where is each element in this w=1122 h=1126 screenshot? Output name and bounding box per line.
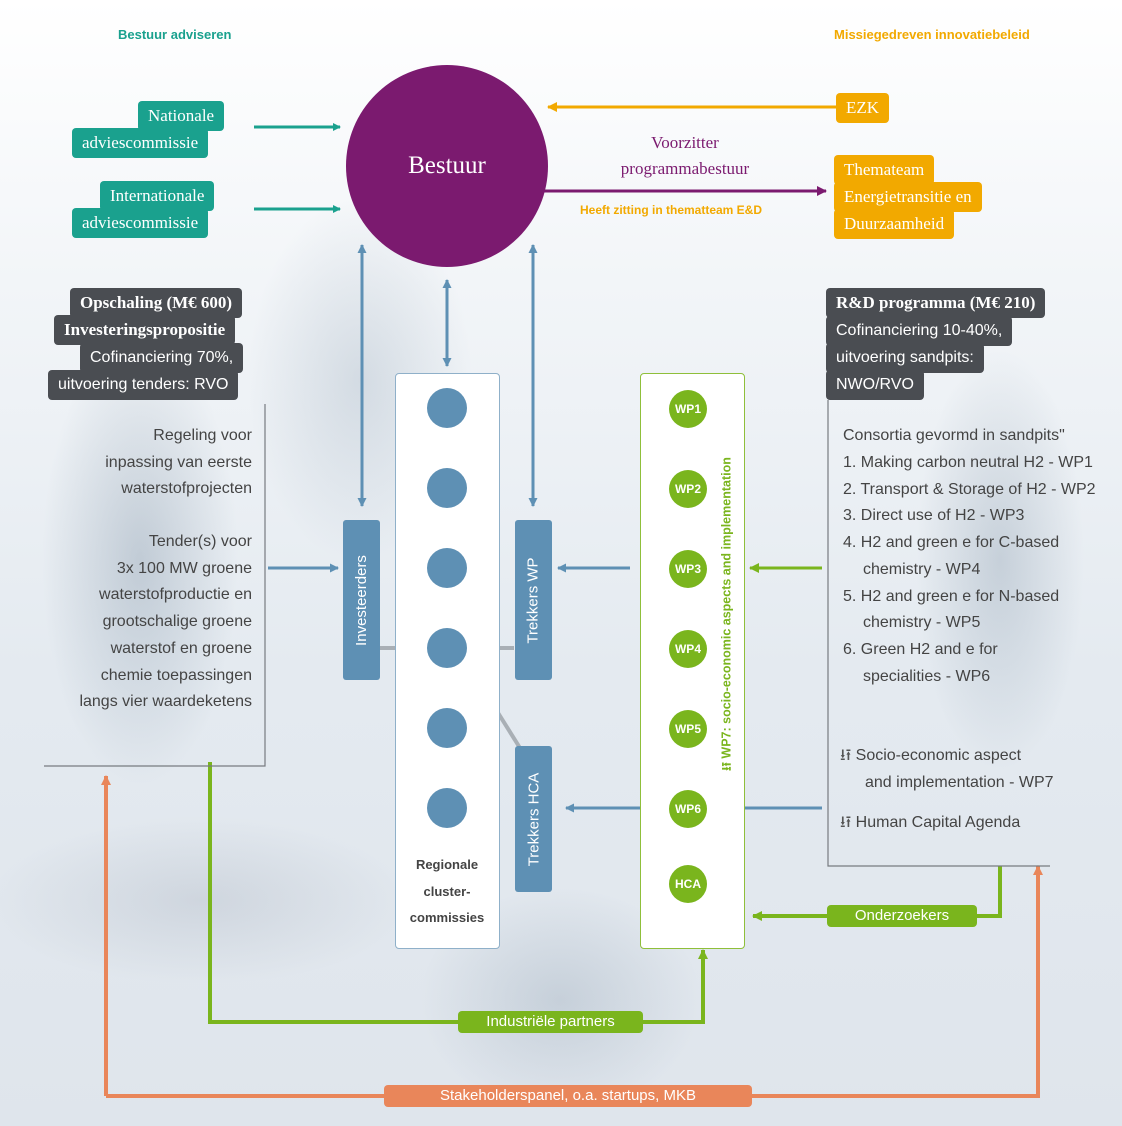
right-items: 1. Making carbon neutral H2 - WP1 2. Tra… bbox=[843, 450, 1096, 690]
right-sub-3: NWO/RVO bbox=[826, 370, 924, 400]
voorzitter-label: Voorzitter programmabestuur bbox=[560, 130, 810, 182]
right-title: R&D programma (M€ 210) bbox=[826, 288, 1046, 318]
right-item: 4. H2 and green e for C-based bbox=[843, 534, 1060, 552]
investeerders-box: Investeerders bbox=[343, 520, 380, 680]
left-tender-line: grootschalige groene bbox=[102, 613, 252, 631]
cluster-dot-5 bbox=[427, 708, 467, 748]
right-consortia: Consortia gevormd in sandpits" bbox=[843, 427, 1065, 444]
left-title-1: Opschaling (M€ 600) bbox=[70, 288, 243, 318]
right-panel-outline bbox=[827, 400, 1050, 867]
wp4-circle: WP4 bbox=[669, 630, 707, 668]
right-item: 2. Transport & Storage of H2 - WP2 bbox=[843, 480, 1096, 498]
right-item-cont: specialities - WP6 bbox=[863, 667, 991, 685]
trekkers-wp-box: Trekkers WP bbox=[515, 520, 552, 680]
cluster-dot-4 bbox=[427, 628, 467, 668]
path-stakeholders-right bbox=[106, 865, 1043, 1098]
wp6-circle: WP6 bbox=[669, 790, 707, 828]
right-item: 1. Making carbon neutral H2 - WP1 bbox=[843, 454, 1093, 471]
right-item: 6. Green H2 and e for bbox=[843, 640, 998, 658]
industriele-partners-pill: Industriële partners bbox=[458, 1011, 643, 1033]
left-tender-line: Tender(s) voor bbox=[148, 533, 252, 550]
left-panel-outline bbox=[44, 404, 266, 767]
left-tender-line: chemie toepassingen bbox=[100, 666, 252, 684]
regionale-label: Regionale cluster- commissies bbox=[396, 852, 498, 932]
left-title-2: Investeringspropositie bbox=[54, 315, 236, 345]
left-tender: Tender(s) voor 3x 100 MW groene watersto… bbox=[79, 529, 252, 716]
left-tender-line: waterstofproductie en bbox=[99, 586, 252, 604]
right-item-cont: chemistry - WP4 bbox=[863, 560, 981, 578]
right-extra-2-label: Human Capital Agenda bbox=[855, 814, 1021, 831]
voorzitter-line-2: programmabestuur bbox=[620, 159, 750, 178]
left-sub-1: Cofinanciering 70%, bbox=[80, 343, 244, 373]
right-extra-1-line-2: and implementation - WP7 bbox=[865, 773, 1054, 791]
left-sub-2: uitvoering tenders: RVO bbox=[48, 370, 239, 400]
wp7-label-text: ⭳⭱ WP7: socio-economic aspects and imple… bbox=[718, 457, 739, 771]
left-regeling: Regeling voor inpassing van eerste water… bbox=[105, 423, 252, 503]
cluster-dot-3 bbox=[427, 548, 467, 588]
sort-arrows-icon: ⭳⭱ bbox=[840, 814, 852, 831]
regionale-line: commissies bbox=[409, 910, 485, 926]
right-sub-1: Cofinanciering 10-40%, bbox=[826, 316, 1013, 346]
cluster-dot-2 bbox=[427, 468, 467, 508]
right-item-cont: chemistry - WP5 bbox=[863, 614, 981, 632]
themateam-line-3: Duurzaamheid bbox=[834, 209, 955, 239]
nationale-adviescommissie-top: Nationale bbox=[138, 101, 225, 131]
trekkers-hca-box: Trekkers HCA bbox=[515, 746, 552, 892]
wp2-circle: WP2 bbox=[669, 470, 707, 508]
left-regeling-line: inpassing van eerste bbox=[105, 453, 252, 471]
themateam-line-1: Themateam bbox=[834, 155, 935, 185]
wp7-label: WP7: socio-economic aspects and implemen… bbox=[719, 457, 734, 759]
wp5-circle: WP5 bbox=[669, 710, 707, 748]
label-bestuur-adviseren: Bestuur adviseren bbox=[118, 27, 232, 42]
internationale-adviescommissie-top: Internationale bbox=[100, 181, 215, 211]
right-sub-2: uitvoering sandpits: bbox=[826, 343, 984, 373]
nationale-adviescommissie-bottom: adviescommissie bbox=[72, 128, 209, 158]
path-industriele bbox=[208, 762, 708, 1024]
wp3-circle: WP3 bbox=[669, 550, 707, 588]
cluster-dot-1 bbox=[427, 388, 467, 428]
regionale-line: cluster- bbox=[423, 883, 471, 899]
bestuur-label: Bestuur bbox=[408, 152, 486, 179]
onderzoekers-pill: Onderzoekers bbox=[827, 905, 977, 927]
trekkers-hca-label: Trekkers HCA bbox=[525, 772, 542, 866]
regionale-line: Regionale bbox=[415, 857, 479, 872]
stakeholderspanel-pill: Stakeholderspanel, o.a. startups, MKB bbox=[384, 1085, 752, 1107]
ezk-box: EZK bbox=[836, 93, 890, 123]
zitting-label: Heeft zitting in thematteam E&D bbox=[580, 203, 763, 217]
right-extra-1: ⭳⭱ Socio-economic aspect and implementat… bbox=[840, 743, 1054, 796]
sort-arrows-icon: ⭳⭱ bbox=[840, 747, 852, 764]
themateam-line-2: Energietransitie en bbox=[834, 182, 982, 212]
cluster-dot-6 bbox=[427, 788, 467, 828]
investeerders-label: Investeerders bbox=[353, 554, 371, 646]
trekkers-wp-label: Trekkers WP bbox=[525, 556, 542, 644]
label-missiegedreven: Missiegedreven innovatiebeleid bbox=[834, 27, 1030, 42]
left-regeling-line: Regeling voor bbox=[153, 427, 252, 444]
wp1-circle: WP1 bbox=[669, 390, 707, 428]
right-extra-1-line-1: Socio-economic aspect bbox=[855, 747, 1022, 764]
hca-circle: HCA bbox=[669, 865, 707, 903]
voorzitter-line-1: Voorzitter bbox=[651, 133, 719, 152]
right-item: 3. Direct use of H2 - WP3 bbox=[843, 507, 1025, 525]
sort-arrows-icon: ⭳⭱ bbox=[719, 762, 734, 771]
internationale-adviescommissie-bottom: adviescommissie bbox=[72, 208, 209, 238]
left-tender-line: waterstof en groene bbox=[110, 639, 252, 657]
left-tender-line: langs vier waardeketens bbox=[79, 693, 252, 711]
right-extra-2: ⭳⭱ Human Capital Agenda bbox=[840, 810, 1020, 837]
bestuur-circle: Bestuur bbox=[346, 65, 548, 267]
right-item: 5. H2 and green e for N-based bbox=[843, 587, 1060, 605]
left-regeling-line: waterstofprojecten bbox=[121, 480, 252, 498]
left-tender-line: 3x 100 MW groene bbox=[116, 559, 252, 577]
